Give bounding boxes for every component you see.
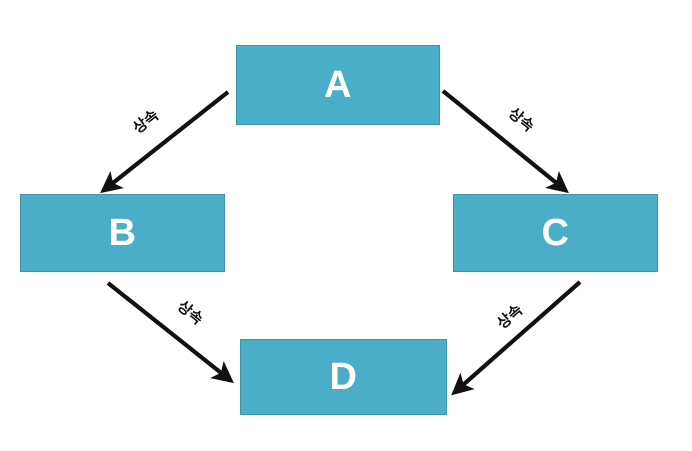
edge-b-to-d <box>106 281 234 384</box>
edge-a-to-b <box>100 90 230 194</box>
node-label-b: B <box>108 212 137 254</box>
node-box-b[interactable]: B <box>20 194 225 272</box>
node-box-d[interactable]: D <box>240 339 447 415</box>
node-box-a[interactable]: A <box>236 45 440 125</box>
node-label-c: C <box>541 212 570 254</box>
edge-c-to-d <box>451 280 582 396</box>
node-label-a: A <box>324 64 352 106</box>
edge-a-to-c <box>441 89 569 194</box>
node-box-c[interactable]: C <box>453 194 658 272</box>
node-label-d: D <box>329 356 358 398</box>
